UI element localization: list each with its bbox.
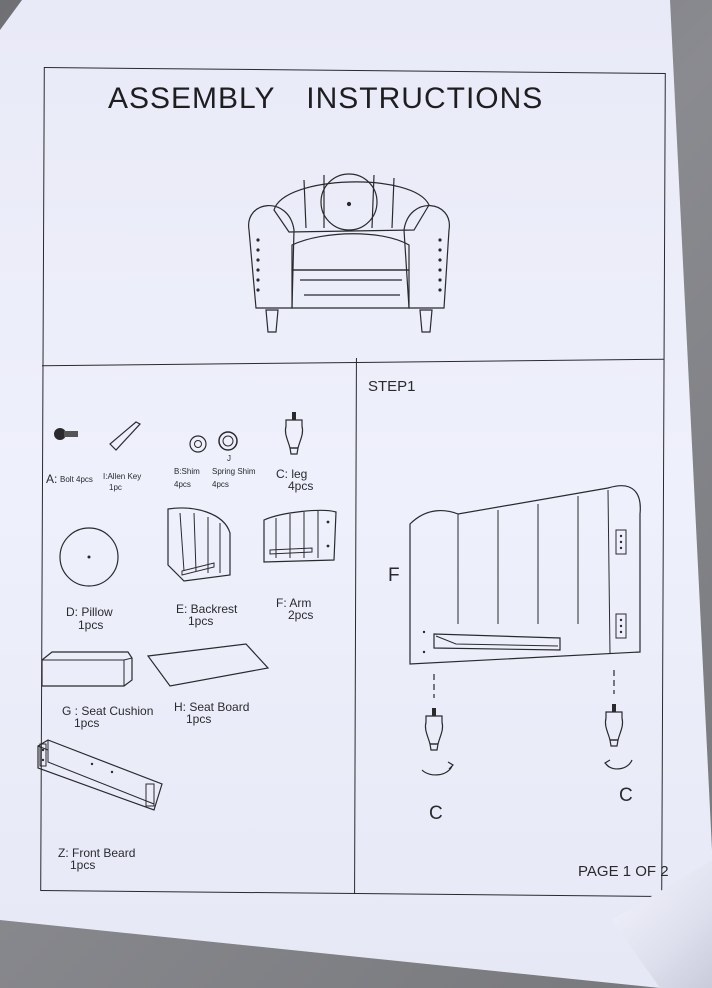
leg-right-with-arrow	[604, 670, 633, 770]
part-c-name: C: leg	[276, 467, 308, 481]
front-beard-icon	[37, 739, 163, 811]
part-c-qty: 4pcs	[288, 479, 314, 493]
part-e-qty: 1pcs	[188, 614, 214, 628]
arm-icon	[263, 509, 337, 563]
part-z-name: Z: Front Beard	[58, 846, 136, 860]
part-z-qty: 1pcs	[70, 858, 96, 872]
shim-icon	[189, 435, 207, 453]
leg-icon	[284, 412, 304, 455]
part-f-qty: 2pcs	[288, 608, 314, 622]
part-h-qty: 1pcs	[186, 712, 212, 726]
step1-leg-label-left: C	[429, 803, 443, 824]
allen-key-icon	[109, 421, 141, 451]
page-title: ASSEMBLY INSTRUCTIONS	[108, 82, 544, 115]
part-h-name: H: Seat Board	[174, 700, 250, 714]
part-g-name: G : Seat Cushion	[62, 704, 154, 718]
pillow-icon	[59, 527, 119, 587]
part-e-name: E: Backrest	[176, 602, 238, 616]
step1-title: STEP1	[368, 378, 416, 395]
part-a-name: Bolt 4pcs	[60, 475, 93, 484]
step1-part-label: F	[388, 565, 400, 586]
part-i-name: I:Allen Key	[103, 472, 142, 481]
part-f-name: F: Arm	[276, 596, 312, 610]
part-g-qty: 1pcs	[74, 716, 100, 730]
part-b-qty: 4pcs	[174, 480, 191, 489]
part-j-name: Spring Shim	[212, 467, 256, 476]
part-a-letter: A:	[46, 472, 58, 486]
part-j-letter: J	[227, 454, 231, 463]
step1-leg-label-right: C	[619, 785, 633, 806]
page-number: PAGE 1 OF 2	[578, 863, 669, 880]
backrest-icon	[167, 507, 231, 582]
leg-left-with-arrow	[421, 674, 454, 776]
part-d-name: D: Pillow	[66, 605, 113, 619]
step1-arm-diagram	[409, 485, 641, 665]
spring-shim-icon	[218, 431, 238, 451]
part-b-name: B:Shim	[174, 467, 200, 476]
bolt-icon	[54, 428, 78, 440]
part-d-qty: 1pcs	[78, 618, 104, 632]
part-j-qty: 4pcs	[212, 480, 229, 489]
part-i-qty: 1pc	[109, 483, 122, 492]
armchair-illustration	[248, 173, 450, 333]
seat-cushion-icon	[41, 651, 133, 687]
seat-board-icon	[146, 643, 270, 687]
